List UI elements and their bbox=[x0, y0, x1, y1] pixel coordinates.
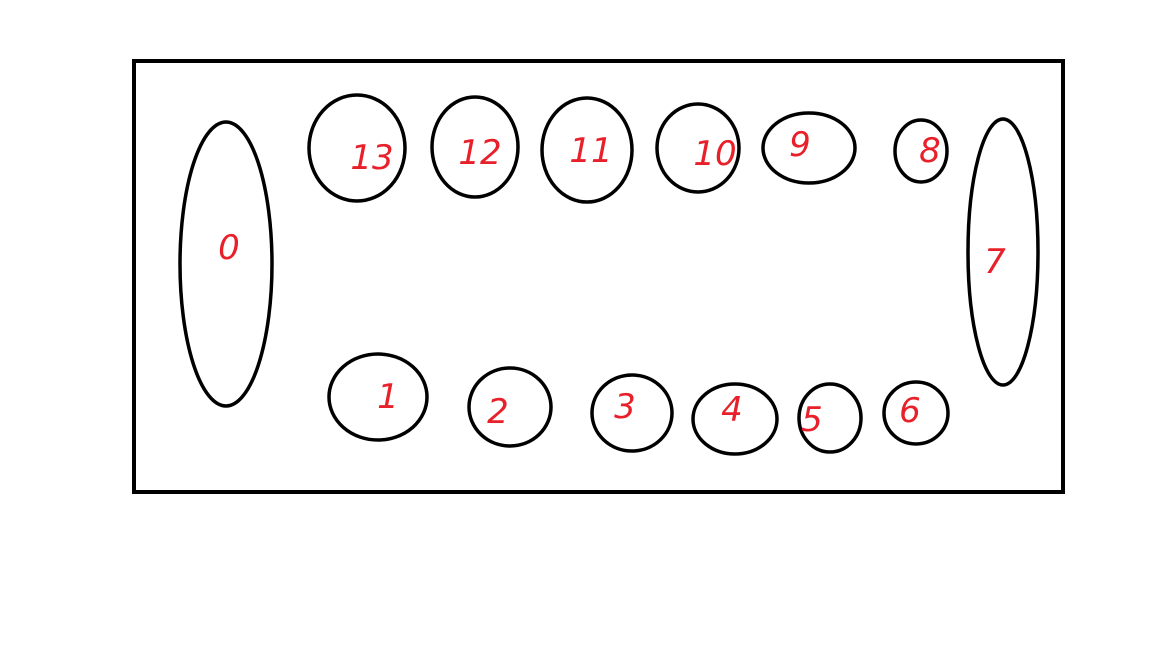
pit-8-outline bbox=[893, 118, 949, 184]
pit-4-label: 4 bbox=[721, 390, 743, 430]
pit-6-outline bbox=[882, 380, 950, 446]
pit-0-label: 0 bbox=[218, 228, 240, 268]
pit-5: 5 bbox=[797, 382, 863, 454]
pit-9: 9 bbox=[761, 111, 857, 185]
pit-11: 11 bbox=[540, 96, 634, 204]
store-0: 0 bbox=[178, 120, 274, 408]
pit-8: 8 bbox=[893, 118, 949, 184]
pit-8-label: 8 bbox=[919, 131, 941, 171]
pit-7-outline bbox=[966, 117, 1040, 387]
pit-0-outline bbox=[178, 120, 274, 408]
pit-10-label: 10 bbox=[693, 134, 736, 174]
pit-3-outline bbox=[590, 373, 674, 453]
pit-3-label: 3 bbox=[614, 387, 636, 427]
pit-2-label: 2 bbox=[487, 392, 509, 432]
pit-4: 4 bbox=[691, 382, 779, 456]
pit-12-outline bbox=[430, 95, 520, 199]
store-7: 7 bbox=[966, 117, 1040, 387]
pit-2: 2 bbox=[467, 366, 553, 448]
pit-10: 10 bbox=[655, 102, 741, 194]
pit-7-label: 7 bbox=[984, 242, 1006, 282]
pit-11-outline bbox=[540, 96, 634, 204]
pit-9-outline bbox=[761, 111, 857, 185]
pit-10-outline bbox=[655, 102, 741, 194]
pit-5-label: 5 bbox=[801, 400, 823, 440]
pit-1-outline bbox=[327, 352, 429, 442]
pit-5-outline bbox=[797, 382, 863, 454]
pit-1-label: 1 bbox=[377, 377, 399, 417]
pit-13-label: 13 bbox=[350, 138, 393, 178]
pit-6-label: 6 bbox=[899, 391, 921, 431]
pit-9-label: 9 bbox=[789, 125, 811, 165]
pit-6: 6 bbox=[882, 380, 950, 446]
pit-3: 3 bbox=[590, 373, 674, 453]
pit-13: 13 bbox=[307, 93, 407, 203]
pit-11-label: 11 bbox=[569, 131, 612, 171]
pit-4-outline bbox=[691, 382, 779, 456]
pit-12-label: 12 bbox=[458, 133, 501, 173]
pit-12: 12 bbox=[430, 95, 520, 199]
pit-2-outline bbox=[467, 366, 553, 448]
pit-1: 1 bbox=[327, 352, 429, 442]
pit-13-outline bbox=[307, 93, 407, 203]
board-frame bbox=[132, 59, 1065, 494]
